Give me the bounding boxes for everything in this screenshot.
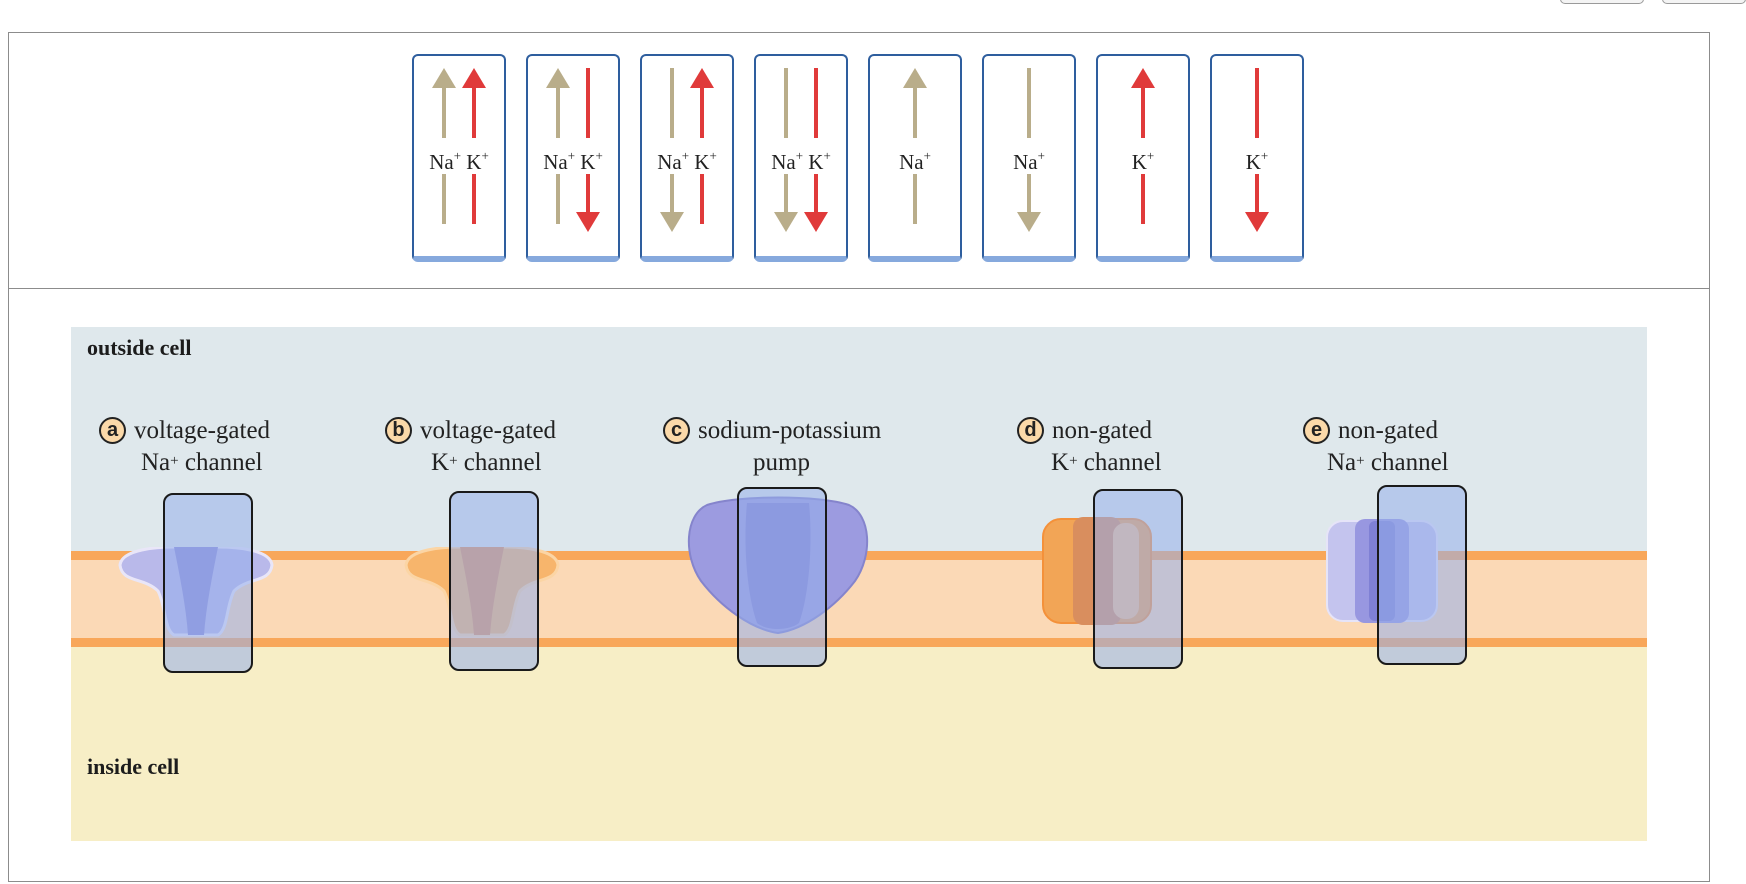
letter-badge-d: d [1017, 417, 1044, 444]
ion-card-3[interactable]: Na+ K+ [640, 54, 734, 262]
k-up-arrow [690, 68, 714, 224]
na-up-arrow [903, 68, 927, 224]
ion-card-label: Na+ K+ [429, 148, 489, 174]
ion-arrows [903, 68, 927, 224]
na-up-arrow [546, 68, 570, 224]
inside-cell-region [71, 647, 1647, 841]
ion-card-2[interactable]: Na+ K+ [526, 54, 620, 262]
drop-target-b[interactable] [449, 491, 539, 671]
inside-cell-label: inside cell [87, 754, 180, 779]
ion-card-label: K+ [1245, 148, 1269, 174]
drop-target-d[interactable] [1093, 489, 1183, 669]
letter-badge-c: c [663, 417, 690, 444]
drop-area: outside cell inside cell [9, 289, 1709, 881]
na-down-arrow [1017, 68, 1041, 232]
card-tray: Na+ K+ Na+ K+ Na+ K+ Na+ K+ Na+ Na+ K+ K+ [9, 33, 1709, 289]
k-down-arrow [804, 68, 828, 232]
na-down-arrow [660, 68, 684, 232]
k-up-arrow [1131, 68, 1155, 224]
letter-badge-b: b [385, 417, 412, 444]
ion-arrows [432, 68, 486, 224]
ion-card-label: Na+ K+ [771, 148, 831, 174]
letter-badge-e: e [1303, 417, 1330, 444]
ion-card-label: Na+ K+ [543, 148, 603, 174]
ion-card-4[interactable]: Na+ K+ [754, 54, 848, 262]
ion-card-label: K+ [1131, 148, 1155, 174]
cell-membrane-scene: outside cell inside cell [71, 327, 1647, 841]
ion-card-label: Na+ [1013, 148, 1045, 174]
outside-cell-label: outside cell [87, 335, 192, 360]
na-down-arrow [774, 68, 798, 232]
drop-target-c[interactable] [737, 487, 827, 667]
membrane-inner-edge [71, 638, 1647, 647]
ion-arrows [1131, 68, 1155, 224]
ion-arrows [1017, 68, 1041, 232]
ion-card-7[interactable]: K+ [1096, 54, 1190, 262]
ion-card-6[interactable]: Na+ [982, 54, 1076, 262]
k-down-arrow [1245, 68, 1269, 232]
ion-arrows [774, 68, 828, 232]
ion-card-5[interactable]: Na+ [868, 54, 962, 262]
ion-card-label: Na+ [899, 148, 931, 174]
ion-card-1[interactable]: Na+ K+ [412, 54, 506, 262]
na-up-arrow [432, 68, 456, 224]
k-down-arrow [576, 68, 600, 232]
ion-arrows [546, 68, 600, 232]
letter-badge-a: a [99, 417, 126, 444]
ion-card-label: Na+ K+ [657, 148, 717, 174]
toolbar-button-right[interactable] [1662, 0, 1746, 4]
ion-card-8[interactable]: K+ [1210, 54, 1304, 262]
drop-target-a[interactable] [163, 493, 253, 673]
ion-arrows [660, 68, 714, 232]
drag-drop-widget: Na+ K+ Na+ K+ Na+ K+ Na+ K+ Na+ Na+ K+ K+ outsi… [8, 32, 1710, 882]
drop-target-e[interactable] [1377, 485, 1467, 665]
k-up-arrow [462, 68, 486, 224]
toolbar-button-left[interactable] [1560, 0, 1644, 4]
ion-arrows [1245, 68, 1269, 232]
